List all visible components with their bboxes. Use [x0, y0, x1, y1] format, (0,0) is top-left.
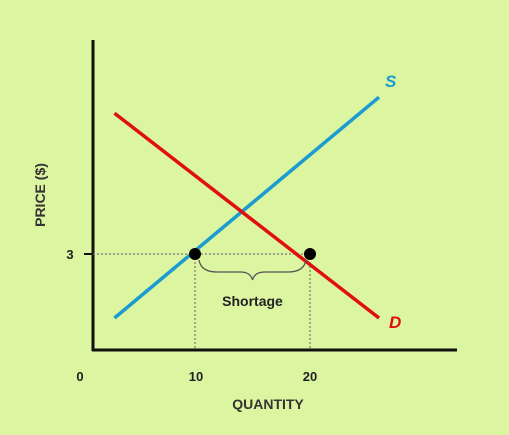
- y-axis-label: PRICE ($): [32, 163, 48, 227]
- x-tick-20: 20: [303, 369, 317, 384]
- demand-label: D: [389, 313, 401, 332]
- quantity-demanded-point: [304, 248, 316, 260]
- y-tick-3: 3: [66, 247, 73, 262]
- x-tick-10: 10: [189, 369, 203, 384]
- x-tick-0: 0: [76, 369, 83, 384]
- shortage-brace: [198, 259, 307, 281]
- supply-curve: [113, 95, 381, 320]
- quantity-supplied-point: [189, 248, 201, 260]
- shortage-annotation: Shortage: [222, 293, 283, 309]
- demand-curve: [113, 111, 381, 320]
- x-axis-label: QUANTITY: [232, 396, 304, 412]
- supply-label: S: [385, 72, 397, 91]
